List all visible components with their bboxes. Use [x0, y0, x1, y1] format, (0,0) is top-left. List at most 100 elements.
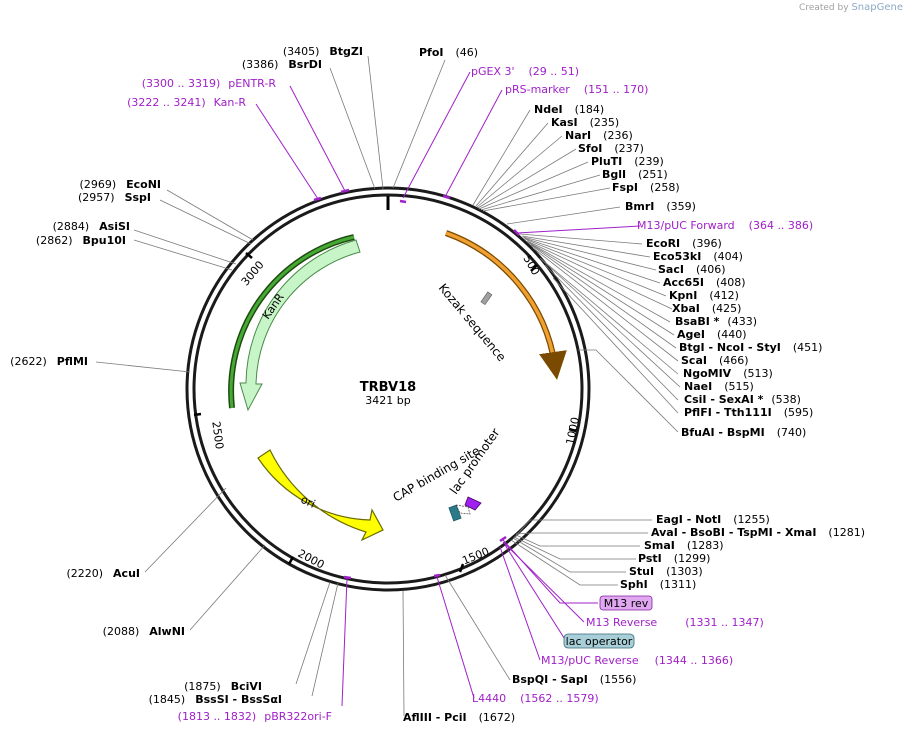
- primer-mark-m13-puc-forward: [513, 229, 520, 236]
- enzyme-label-ndei[interactable]: NdeI(184): [534, 103, 604, 116]
- enzyme-label-btgzi[interactable]: (3405)BtgZI: [283, 45, 363, 58]
- enzyme-label-saci[interactable]: SacI(406): [658, 263, 726, 276]
- enzyme-label-csii-sexai[interactable]: CsiI - SexAI *(538): [684, 393, 801, 406]
- primer-mark-pgex3: [399, 199, 407, 204]
- enzyme-label-eagi-noti[interactable]: EagI - NotI(1255): [656, 513, 770, 526]
- enzyme-label-bsrdi[interactable]: (3386)BsrDI: [242, 58, 322, 71]
- enzyme-label-xbai[interactable]: XbaI(425): [672, 302, 741, 315]
- primer-labels: pGEX 3'(29 .. 51) pRS-marker(151 .. 170)…: [127, 65, 813, 723]
- kanr-feature[interactable]: [239, 239, 361, 412]
- primer-label-l4440[interactable]: L4440(1562 .. 1579): [472, 692, 599, 705]
- enzyme-label-bsssi[interactable]: (1845)BssSI - BssSαI: [149, 693, 282, 706]
- leader-lac-operator: [504, 544, 567, 642]
- enzyme-label-pluti[interactable]: PluTI(239): [591, 155, 664, 168]
- enzyme-label-kpni[interactable]: KpnI(412): [669, 289, 739, 302]
- enzyme-label-sspi[interactable]: (2957)SspI: [78, 191, 151, 204]
- enzyme-label-sphi[interactable]: SphI(1311): [620, 578, 696, 591]
- leader-btgzi: [367, 55, 384, 190]
- leader-xbai: [526, 240, 673, 310]
- enzyme-label-acc65i[interactable]: Acc65I(408): [663, 276, 746, 289]
- primer-mark-prs-marker: [442, 194, 451, 200]
- primer-label-m13-reverse[interactable]: M13 Reverse(1331 .. 1347): [586, 616, 764, 629]
- enzyme-label-naei[interactable]: NaeI(515): [684, 380, 754, 393]
- enzyme-label-ngomiv[interactable]: NgoMIV(513): [683, 367, 773, 380]
- enzyme-label-bcivi[interactable]: (1875)BciVI: [184, 680, 262, 693]
- primer-label-pbr322ori-f[interactable]: (1813 .. 1832)pBR322ori-F: [178, 710, 332, 723]
- enzyme-label-pfoi[interactable]: PfoI(46): [419, 46, 478, 59]
- leader-avai: [515, 532, 648, 535]
- leader-lines-right: [392, 59, 681, 433]
- leader-m13-puc-forward: [516, 225, 641, 234]
- leader-acui: [144, 487, 227, 573]
- enzyme-label-kasi[interactable]: KasI(235): [551, 116, 619, 129]
- leader-ecori: [519, 233, 643, 245]
- leader-bspqi: [444, 574, 511, 681]
- leader-pluti: [478, 161, 589, 210]
- leader-eco53ki: [521, 235, 651, 258]
- lac-operator-box: [563, 633, 635, 649]
- enzyme-label-econi[interactable]: (2969)EcoNI: [80, 178, 161, 191]
- lac-promoter-feature[interactable]: [464, 496, 482, 511]
- enzyme-label-bfuai-bspmi[interactable]: BfuAI - BspMI(740): [681, 426, 806, 439]
- enzyme-label-ecori[interactable]: EcoRI(396): [646, 237, 722, 250]
- leader-l4440: [436, 576, 475, 699]
- tick-label-1000: 1000: [564, 416, 583, 446]
- enzyme-label-pflfi-tth111i[interactable]: PflFI - Tth111I(595): [684, 406, 813, 419]
- enzyme-label-psti[interactable]: PstI(1299): [638, 552, 710, 565]
- enzyme-label-acui[interactable]: (2220)AcuI: [66, 567, 140, 580]
- enzyme-label-agei[interactable]: AgeI(440): [677, 328, 747, 341]
- primer-label-m13-puc-forward[interactable]: M13/pUC Forward(364 .. 386): [637, 219, 813, 232]
- cap-binding-site-feature[interactable]: [448, 504, 462, 522]
- leader-ngomiv: [539, 257, 679, 375]
- leader-bmri: [506, 206, 621, 225]
- tick-label-3000: 3000: [239, 258, 267, 288]
- leader-pflfi: [552, 277, 679, 414]
- leader-agei: [528, 242, 675, 336]
- primer-mark-l4440: [433, 573, 441, 578]
- enzyme-label-alwni[interactable]: (2088)AlwNI: [103, 625, 185, 638]
- lac-operator-label[interactable]: lac operator: [566, 635, 633, 648]
- enzyme-label-asisi[interactable]: (2884)AsiSI: [53, 220, 130, 233]
- enzyme-label-smai[interactable]: SmaI(1283): [644, 539, 723, 552]
- leader-asisi: [133, 229, 237, 265]
- leader-saci: [522, 236, 657, 271]
- backbone-inner-ring: [192, 193, 584, 585]
- primer-label-m13-puc-reverse[interactable]: M13/pUC Reverse(1344 .. 1366): [541, 654, 733, 667]
- leader-fspi: [482, 187, 611, 212]
- enzyme-label-bspqi-sapi[interactable]: BspQI - SapI(1556): [512, 673, 636, 686]
- enzyme-label-afliii-pcii[interactable]: AflIII - PciI(1672): [403, 711, 515, 724]
- enzyme-label-bmri[interactable]: BmrI(359): [625, 200, 696, 213]
- leader-smai: [515, 534, 640, 547]
- lac-operator-marker: [455, 504, 471, 515]
- kozak-sequence-label: Kozak sequence: [436, 281, 509, 364]
- leader-prs-marker: [445, 89, 503, 196]
- backbone-outer-ring: [185, 186, 591, 592]
- enzyme-label-btgi-ncoi-styi[interactable]: BtgI - NcoI - StyI(451): [679, 341, 822, 354]
- primer-label-prs-marker[interactable]: pRS-marker(151 .. 170): [505, 83, 648, 96]
- kanr-inner-arc: [229, 235, 355, 409]
- leader-lines-left: [95, 55, 384, 697]
- enzyme-label-bgli[interactable]: BglI(251): [602, 168, 668, 181]
- enzyme-label-eco53ki[interactable]: Eco53kI(404): [653, 250, 743, 263]
- tick-label-2500: 2500: [209, 421, 226, 451]
- enzyme-label-avai-group[interactable]: AvaI - BsoBI - TspMI - XmaI(1281): [651, 526, 865, 539]
- primer-label-pentr-r[interactable]: (3300 .. 3319)pENTR-R: [142, 77, 277, 90]
- enzyme-label-stui[interactable]: StuI(1303): [629, 565, 703, 578]
- primer-mark-m13-reverse: [499, 535, 507, 543]
- enzyme-label-pflmi[interactable]: (2622)PflMI: [10, 355, 88, 368]
- enzyme-label-bpu10i[interactable]: (2862)Bpu10I: [36, 234, 126, 247]
- ori-feature[interactable]: [257, 449, 384, 542]
- enzyme-label-nari[interactable]: NarI(236): [565, 129, 633, 142]
- primer-label-kan-r[interactable]: (3222 .. 3241)Kan-R: [127, 96, 246, 109]
- plasmid-length: 3421 bp: [365, 394, 410, 407]
- m13-rev-label[interactable]: M13 rev: [604, 597, 649, 610]
- enzyme-label-bsabi[interactable]: BsaBI *(433): [675, 315, 757, 328]
- enzyme-label-sfoi[interactable]: SfoI(237): [578, 142, 644, 155]
- tick-1000: [568, 427, 577, 433]
- kozak-sequence-feature[interactable]: [445, 231, 567, 380]
- enzyme-labels-left: (3405)BtgZI (3386)BsrDI (2969)EcoNI (295…: [10, 45, 363, 706]
- leader-bsssi: [311, 582, 339, 697]
- enzyme-label-fspi[interactable]: FspI(258): [612, 181, 680, 194]
- primer-label-pgex3[interactable]: pGEX 3'(29 .. 51): [471, 65, 579, 78]
- enzyme-label-scai[interactable]: ScaI(466): [681, 354, 749, 367]
